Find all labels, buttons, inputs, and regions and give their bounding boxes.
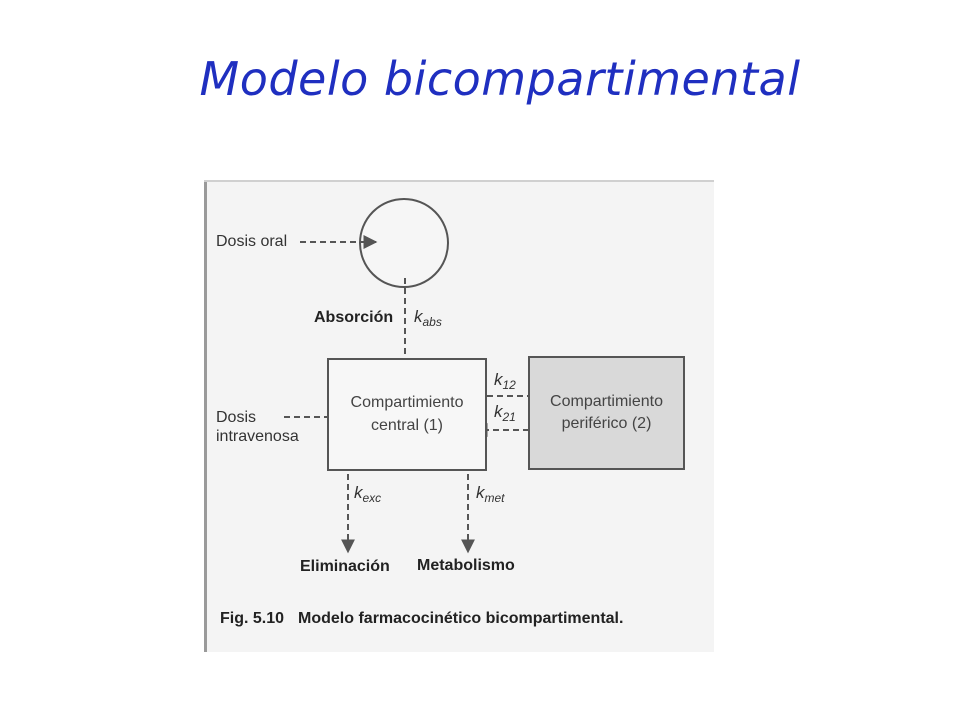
peripheral-compartment-line1: Compartimiento <box>550 392 663 410</box>
iv-dose-label-line2: intravenosa <box>216 428 299 446</box>
central-compartment-line2: central (1) <box>370 416 444 434</box>
slide-title: Modelo bicompartimental <box>199 52 801 106</box>
iv-dose-label-line1: Dosis <box>216 409 257 426</box>
metabolism-label: Metabolismo <box>417 557 515 574</box>
peripheral-compartment: Compartimiento periférico (2) <box>528 356 685 470</box>
figure-caption: Fig. 5.10 Modelo farmacocinético bicompar… <box>220 610 623 628</box>
central-compartment: Compartimiento central (1) <box>327 358 487 471</box>
k-abs-label: kabs <box>414 307 442 329</box>
figure-caption-text: Modelo farmacocinético bicompartimental. <box>298 610 624 627</box>
k-met-label: kmet <box>476 483 505 505</box>
iv-dose-label: Dosis intravenosa <box>216 408 299 446</box>
peripheral-compartment-line2: periférico (2) <box>561 415 652 432</box>
figure-number: Fig. 5.10 <box>220 610 285 627</box>
central-compartment-line1: Compartimiento <box>350 394 464 412</box>
k21-label: k21 <box>494 402 516 424</box>
k-exc-label: kexc <box>354 483 382 505</box>
oral-dose-label: Dosis oral <box>216 233 288 250</box>
absorption-label: Absorción <box>314 309 394 326</box>
elimination-label: Eliminación <box>300 558 390 575</box>
k12-label: k12 <box>494 370 516 392</box>
pharmacokinetic-diagram: Dosis oral Absorción kabs Compartimiento… <box>204 180 714 652</box>
